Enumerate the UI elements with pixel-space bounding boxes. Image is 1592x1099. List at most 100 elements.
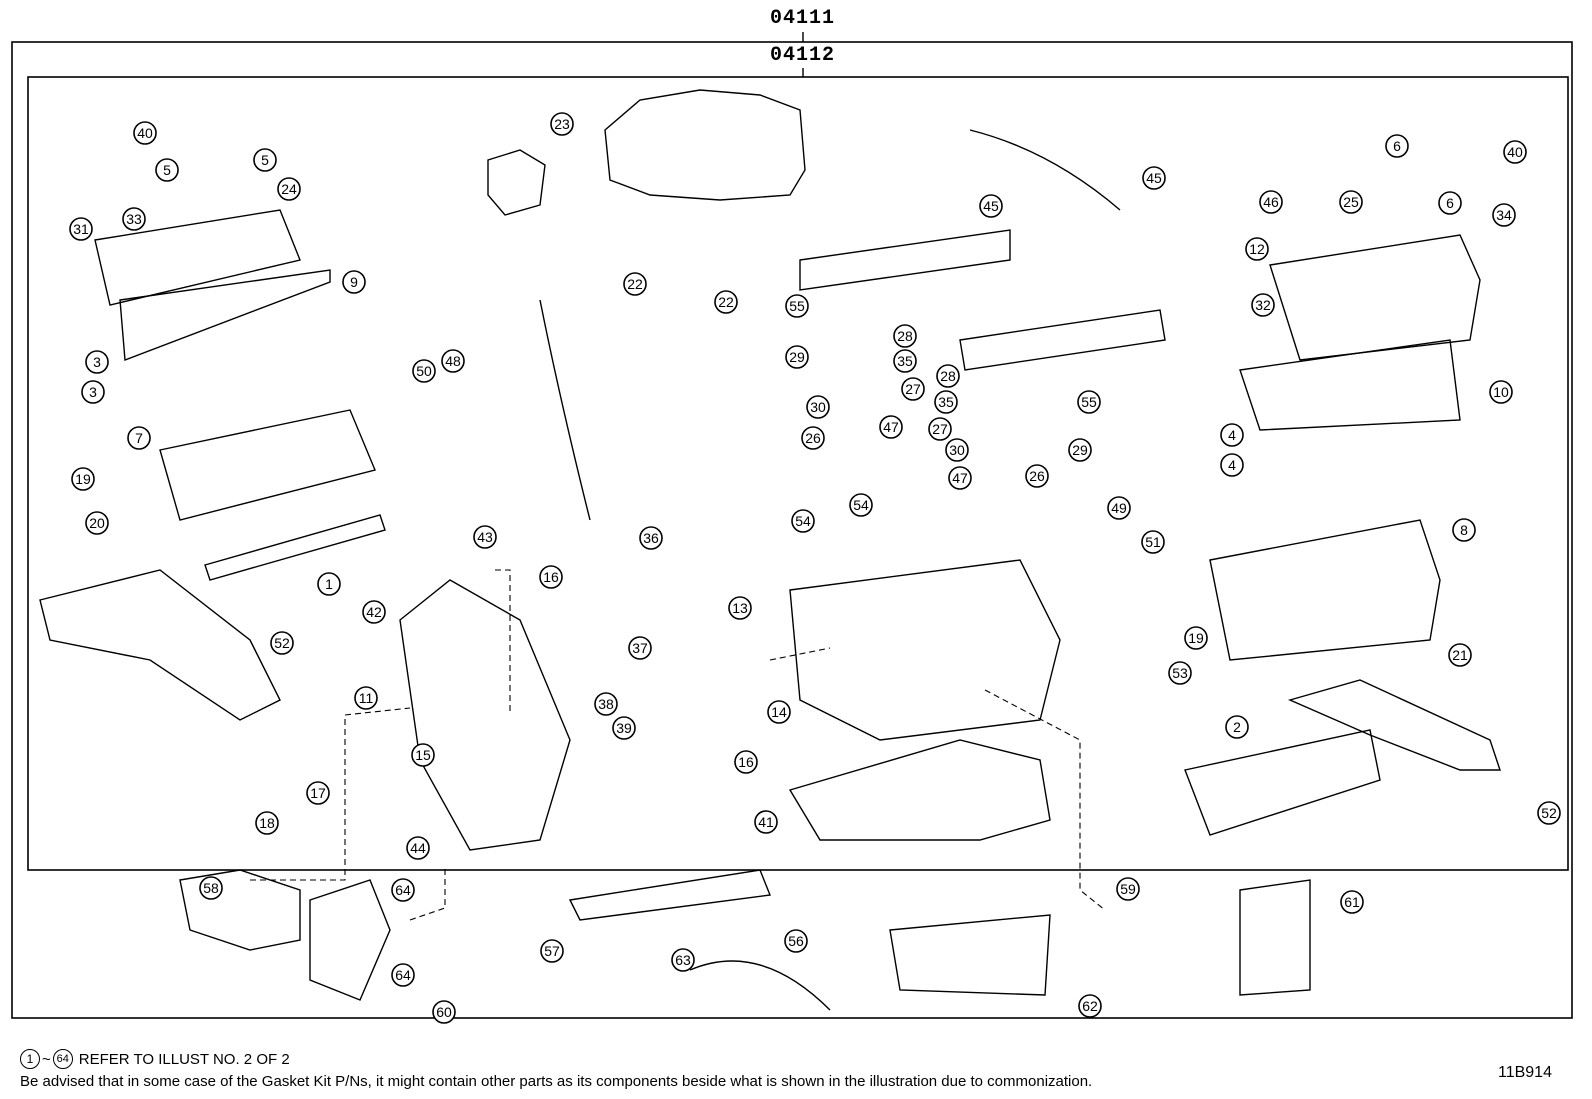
svg-text:17: 17 [310, 785, 326, 801]
reference-note-text: REFER TO ILLUST NO. 2 OF 2 [78, 1050, 290, 1068]
water-pump [179, 869, 301, 951]
svg-text:34: 34 [1496, 207, 1512, 223]
svg-text:29: 29 [789, 349, 805, 365]
callout-62: 62 [1078, 994, 1102, 1018]
callouts: 1 2 3 3 4 4 5 5 6 6 7 8 9 10 11 12 13 14… [69, 112, 1561, 1024]
callout-5a: 5 [155, 158, 179, 182]
svg-text:26: 26 [805, 430, 821, 446]
callout-4b: 4 [1220, 453, 1244, 477]
svg-text:30: 30 [949, 442, 965, 458]
callout-29a: 29 [785, 345, 809, 369]
svg-text:31: 31 [73, 221, 89, 237]
svg-text:21: 21 [1452, 647, 1468, 663]
callout-14: 14 [767, 700, 791, 724]
svg-text:20: 20 [89, 515, 105, 531]
callout-25: 25 [1339, 190, 1363, 214]
callout-24: 24 [277, 177, 301, 201]
callout-49: 49 [1107, 496, 1131, 520]
callout-50: 50 [412, 359, 436, 383]
callout-36: 36 [639, 526, 663, 550]
svg-text:60: 60 [436, 1004, 452, 1020]
timing-cover [399, 579, 571, 851]
svg-text:55: 55 [789, 298, 805, 314]
svg-text:35: 35 [897, 353, 913, 369]
callout-47b: 47 [948, 466, 972, 490]
callout-18: 18 [255, 811, 279, 835]
oil-dipstick-guide [539, 299, 591, 521]
svg-text:44: 44 [410, 840, 426, 856]
callout-20: 20 [85, 511, 109, 535]
svg-text:22: 22 [718, 294, 734, 310]
part-outlines [39, 89, 1501, 1011]
svg-text:8: 8 [1460, 522, 1468, 538]
svg-text:6: 6 [1446, 195, 1454, 211]
svg-text:42: 42 [366, 604, 382, 620]
callout-56: 56 [784, 929, 808, 953]
svg-text:23: 23 [554, 116, 570, 132]
callout-10: 10 [1489, 380, 1513, 404]
svg-text:3: 3 [89, 384, 97, 400]
svg-text:52: 52 [1541, 805, 1557, 821]
callout-48: 48 [441, 349, 465, 373]
callout-33: 33 [122, 207, 146, 231]
svg-text:11: 11 [359, 690, 374, 706]
svg-text:14: 14 [771, 704, 787, 720]
svg-text:2: 2 [1233, 719, 1241, 735]
svg-text:64: 64 [395, 882, 411, 898]
svg-text:10: 10 [1493, 384, 1509, 400]
callout-58: 58 [199, 876, 223, 900]
svg-text:41: 41 [758, 814, 774, 830]
callout-13: 13 [728, 596, 752, 620]
intake-manifold [604, 89, 806, 201]
ref-line-oil-pan [984, 689, 1106, 911]
callout-16b: 16 [734, 750, 758, 774]
callout-42: 42 [362, 600, 386, 624]
callout-8: 8 [1452, 518, 1476, 542]
callout-11: 11 [354, 686, 378, 710]
ref-line-timing-cover [495, 569, 511, 715]
callout-27b: 27 [928, 417, 952, 441]
callout-61: 61 [1340, 890, 1364, 914]
callout-12: 12 [1245, 237, 1269, 261]
svg-text:4: 4 [1228, 457, 1236, 473]
svg-text:40: 40 [1507, 144, 1523, 160]
callout-45b: 45 [1142, 166, 1166, 190]
callout-28a: 28 [893, 324, 917, 348]
water-bypass-hose [689, 960, 831, 1011]
callout-35b: 35 [934, 390, 958, 414]
callout-3b: 3 [81, 380, 105, 404]
svg-text:6: 6 [1393, 138, 1401, 154]
cylinder-block [789, 559, 1061, 741]
callout-55a: 55 [785, 294, 809, 318]
svg-text:46: 46 [1263, 194, 1279, 210]
svg-text:16: 16 [543, 569, 559, 585]
callout-60: 60 [432, 1000, 456, 1024]
callout-53: 53 [1168, 661, 1192, 685]
svg-text:45: 45 [983, 198, 999, 214]
footer-reference-note: 1 ~ 64 REFER TO ILLUST NO. 2 OF 2 [20, 1049, 290, 1069]
callout-6b: 6 [1438, 191, 1462, 215]
callout-4a: 4 [1220, 423, 1244, 447]
svg-text:38: 38 [598, 696, 614, 712]
callout-41: 41 [754, 810, 778, 834]
svg-text:27: 27 [932, 421, 948, 437]
callout-37: 37 [628, 636, 652, 660]
illustration-id: 11B914 [1498, 1064, 1552, 1081]
head-cover-gasket-right [1239, 339, 1461, 431]
callout-16a: 16 [539, 565, 563, 589]
timing-chain-cover-lower [309, 879, 391, 1001]
svg-text:47: 47 [883, 419, 899, 435]
svg-text:4: 4 [1228, 427, 1236, 443]
callout-1: 1 [317, 572, 341, 596]
svg-text:1: 1 [325, 576, 333, 592]
callout-47a: 47 [879, 415, 903, 439]
callout-5b: 5 [253, 148, 277, 172]
callout-21: 21 [1448, 643, 1472, 667]
callout-59: 59 [1116, 877, 1140, 901]
callout-35a: 35 [893, 349, 917, 373]
callout-51: 51 [1141, 530, 1165, 554]
svg-text:25: 25 [1343, 194, 1359, 210]
svg-text:28: 28 [940, 368, 956, 384]
svg-text:29: 29 [1072, 442, 1088, 458]
